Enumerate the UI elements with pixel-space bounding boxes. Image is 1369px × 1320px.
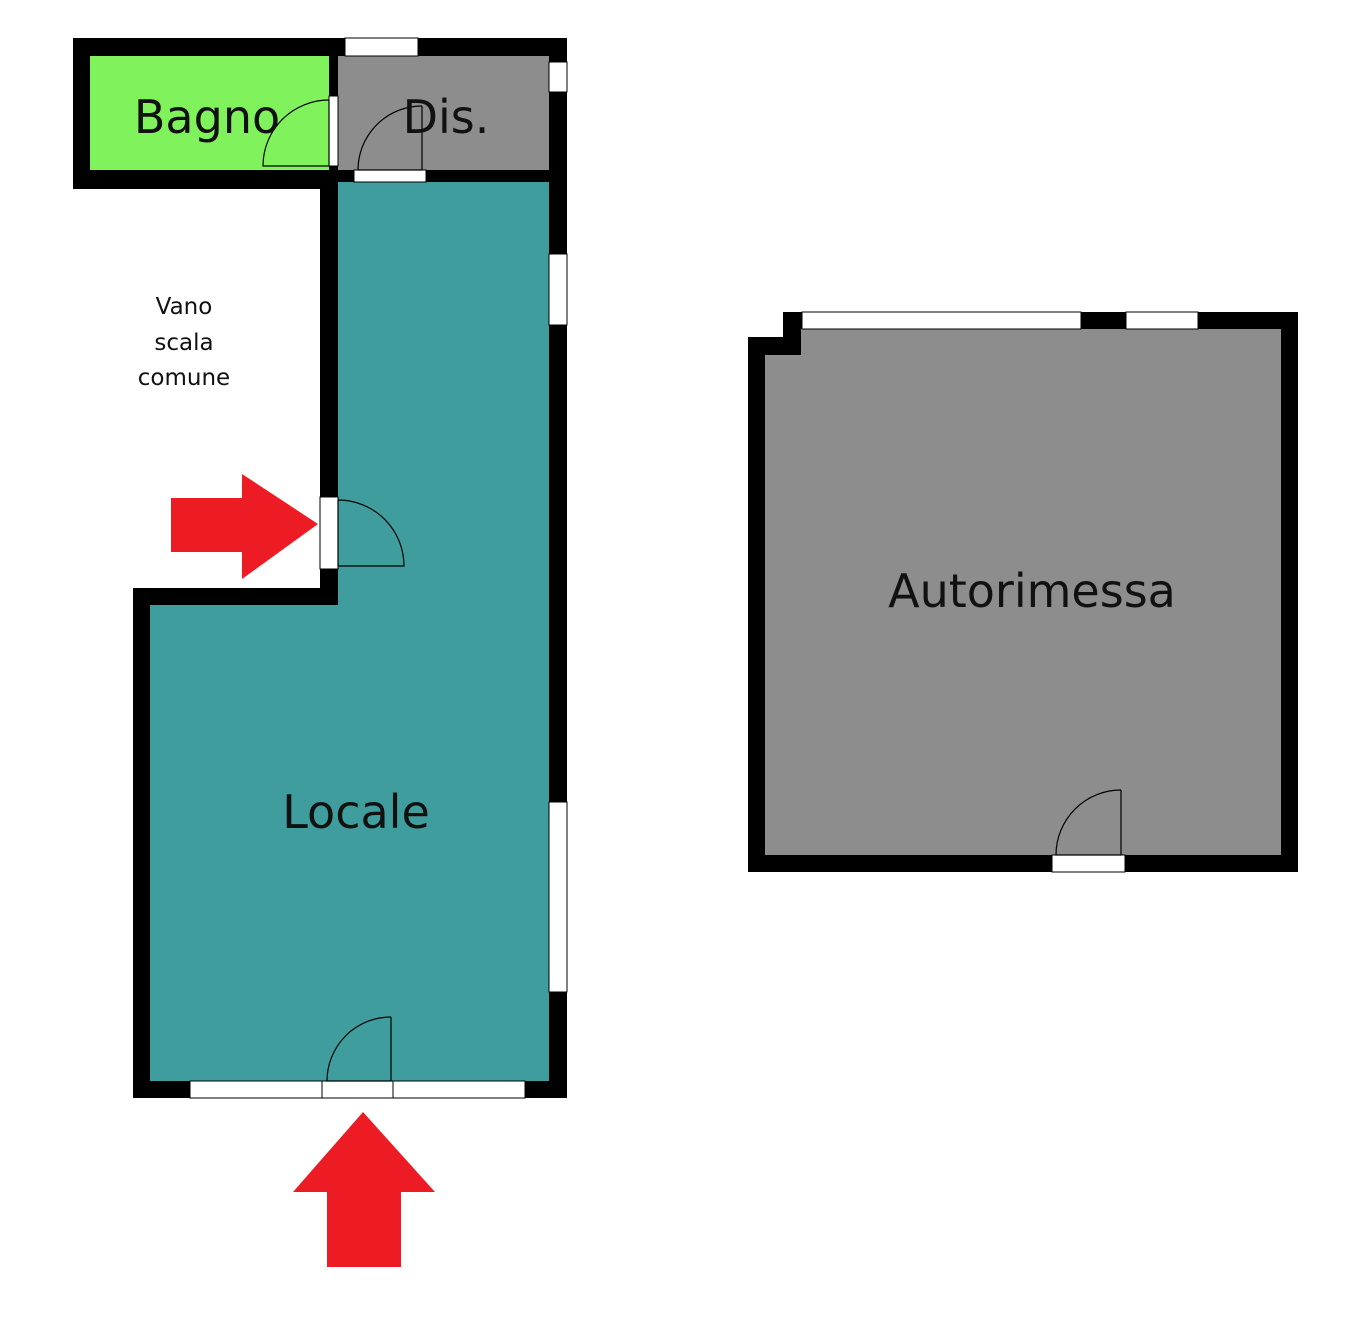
window-right-locale-1 [548,253,568,326]
vano-scala-label-line3: comune [138,365,230,391]
autorimessa-window-1 [801,311,1082,330]
vano-scala-label-line1: Vano [156,294,213,320]
door-opening-stair-locale [319,496,339,570]
door-opening-dis-locale [353,169,427,183]
bagno-label: Bagno [134,90,280,144]
disimpegno-room [338,56,549,170]
locale-label: Locale [282,785,430,839]
locale-room [150,182,549,1081]
autorimessa-room [765,329,1281,855]
arrow-up-icon [293,1112,435,1267]
shopfront-window-left [189,1080,323,1099]
autorimessa-window-2 [1125,311,1199,330]
door-opening-bagno-dis [328,95,339,167]
autorimessa-unit: Autorimessa [748,311,1298,873]
left-unit: Bagno Dis. Locale Vano scala comune [73,37,568,1099]
autorimessa-door-opening [1051,854,1126,873]
vano-scala-label-line2: scala [154,330,213,356]
window-right-dis [548,61,568,93]
door-swing-bagno [262,99,330,167]
window-right-locale-2 [548,801,568,993]
window-top-dis [344,37,419,57]
door-swing-stair-entry [337,499,405,567]
disimpegno-label: Dis. [403,90,490,144]
door-swing-disimpegno [357,105,423,171]
autorimessa-label: Autorimessa [888,564,1176,618]
door-swing-shopfront [326,1016,392,1082]
door-swing-autorimessa [1055,789,1122,856]
shopfront-door-opening [321,1080,394,1099]
shopfront-window-right [392,1080,526,1099]
arrow-right-icon [171,474,318,579]
